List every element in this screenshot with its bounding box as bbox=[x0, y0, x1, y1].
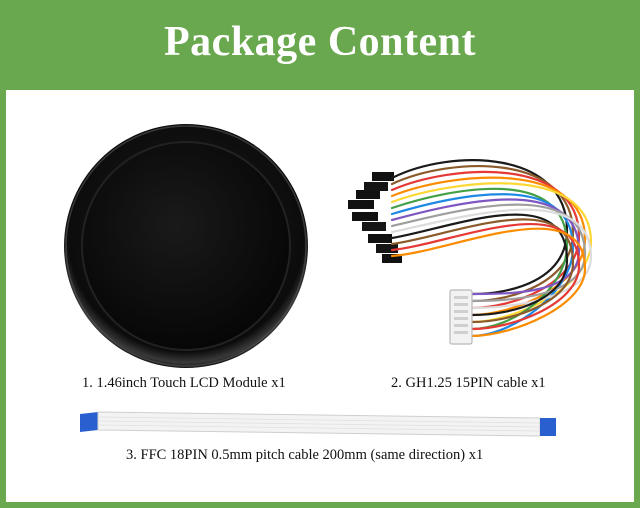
ffc-cable-image bbox=[80, 411, 556, 437]
item-label-gh125-cable: 2. GH1.25 15PIN cable x1 bbox=[391, 375, 546, 391]
dupont-connectors bbox=[348, 172, 402, 263]
wire bbox=[390, 182, 593, 324]
item-label-lcd-module: 1. 1.46inch Touch LCD Module x1 bbox=[82, 375, 286, 391]
item-label-ffc-cable: 3. FFC 18PIN 0.5mm pitch cable 200mm (sa… bbox=[126, 447, 484, 463]
round-lcd-module-image bbox=[64, 124, 308, 368]
wire bbox=[390, 208, 593, 310]
wire bbox=[390, 203, 587, 303]
header-bar: Package Content bbox=[0, 0, 640, 88]
cable-wires bbox=[390, 159, 593, 338]
gh125-cable-image bbox=[348, 159, 593, 345]
wire bbox=[390, 223, 581, 331]
wire bbox=[390, 213, 569, 317]
wire bbox=[390, 218, 575, 324]
wire bbox=[390, 198, 581, 296]
content-panel: 1. 1.46inch Touch LCD Module x1 2. GH1.2… bbox=[6, 90, 634, 502]
page-title: Package Content bbox=[164, 19, 476, 65]
wire bbox=[390, 227, 587, 338]
